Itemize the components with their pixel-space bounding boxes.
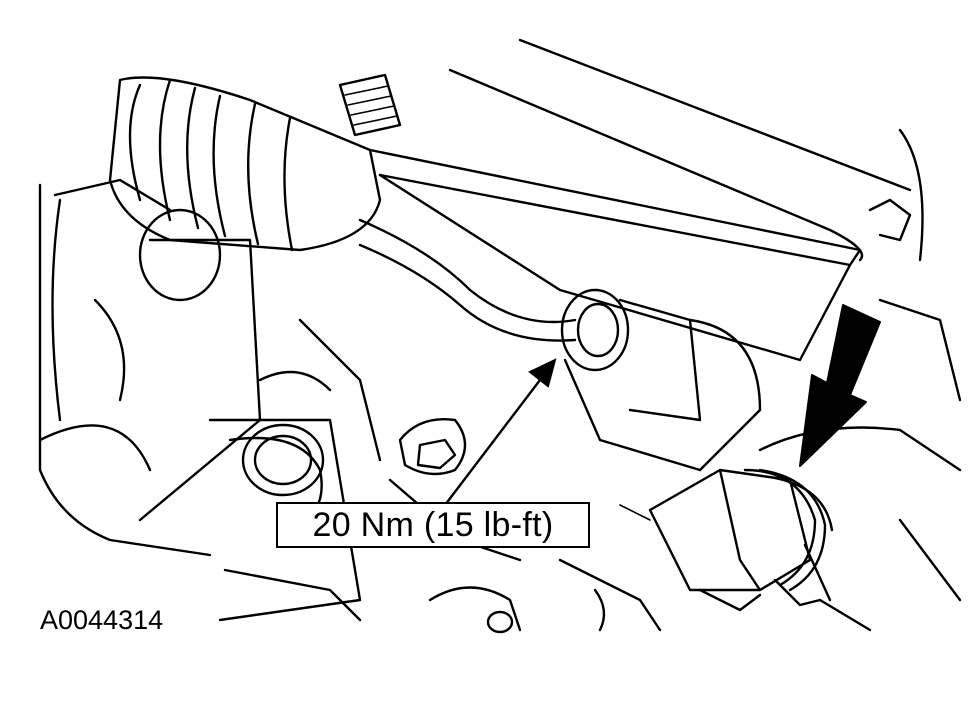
figure-id: A0044314 (40, 605, 164, 635)
support-bracket (368, 38, 912, 362)
hose-clamp-connector (648, 468, 834, 612)
tube-nut (560, 288, 762, 472)
lower-housing (428, 558, 662, 634)
threaded-fitting (338, 73, 402, 137)
metal-line (358, 218, 577, 342)
engine-block (38, 178, 382, 622)
torque-label: 20 Nm (15 lb-ft) (312, 505, 554, 544)
torque-callout: 20 Nm (15 lb-ft) (276, 502, 590, 548)
clamp-arrow (799, 304, 881, 467)
callout-pointer (619, 504, 651, 521)
coolant-hose (108, 76, 382, 302)
torque-leader-arrow (443, 358, 557, 507)
